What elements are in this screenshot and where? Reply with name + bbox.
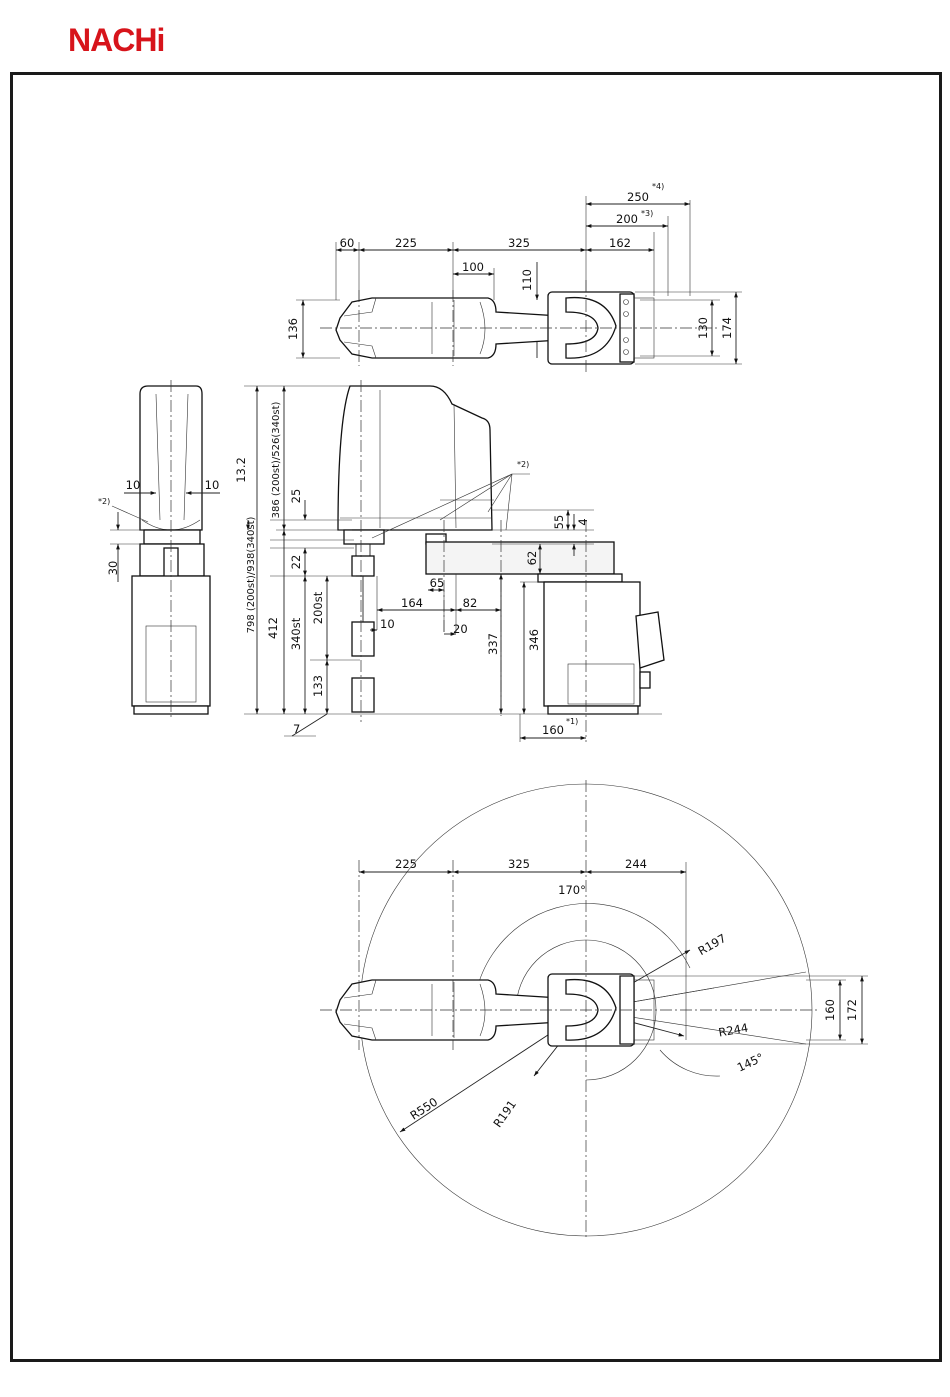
dim-412: 412 bbox=[266, 617, 280, 639]
dim-340st: 340st bbox=[289, 617, 303, 650]
env-dim-172: 172 bbox=[845, 999, 859, 1021]
note-1: *1) bbox=[566, 717, 578, 726]
dim-top-100: 100 bbox=[462, 260, 484, 274]
dim-55: 55 bbox=[552, 515, 566, 530]
env-r197: R197 bbox=[696, 931, 729, 958]
dim-798-938: 798 (200st)/938(340st) bbox=[246, 517, 257, 634]
dim-20: 20 bbox=[453, 622, 468, 636]
dim-386-526: 386 (200st)/526(340st) bbox=[271, 402, 282, 519]
dim-160: 160 bbox=[542, 723, 564, 737]
work-envelope-view: 225 325 244 170° R197 R244 145° R191 R55… bbox=[320, 780, 868, 1240]
dim-7: 7 bbox=[293, 722, 300, 736]
env-dim-244: 244 bbox=[625, 857, 647, 871]
dim-10: 10 bbox=[380, 617, 395, 631]
env-r550: R550 bbox=[407, 1095, 440, 1123]
env-r191: R191 bbox=[490, 1097, 519, 1130]
dim-top-130: 130 bbox=[696, 317, 710, 339]
top-view: 60 225 325 162 250 *4) 200 *3) 100 110 1… bbox=[286, 182, 742, 372]
dim-top-250: 250 bbox=[627, 190, 649, 204]
dim-top-110: 110 bbox=[520, 269, 534, 291]
dim-4: 4 bbox=[576, 518, 590, 525]
env-r244: R244 bbox=[717, 1021, 749, 1040]
dim-65: 65 bbox=[430, 576, 445, 590]
front-view: 10 10 30 *2) bbox=[98, 380, 220, 718]
dim-front-10b: 10 bbox=[205, 478, 220, 492]
env-dim-225: 225 bbox=[395, 857, 417, 871]
dim-62: 62 bbox=[525, 551, 539, 566]
dim-front-30: 30 bbox=[106, 561, 120, 576]
dim-front-10a: 10 bbox=[126, 478, 141, 492]
dim-13-2: 13.2 bbox=[234, 457, 248, 483]
dim-top-162: 162 bbox=[609, 236, 631, 250]
env-dim-160: 160 bbox=[823, 999, 837, 1021]
dim-337: 337 bbox=[486, 633, 500, 655]
dim-82: 82 bbox=[463, 596, 478, 610]
dim-top-174: 174 bbox=[720, 317, 734, 339]
dim-164: 164 bbox=[401, 596, 423, 610]
dim-top-225: 225 bbox=[395, 236, 417, 250]
env-angle-170: 170° bbox=[558, 883, 586, 897]
env-angle-145: 145° bbox=[735, 1050, 766, 1074]
dim-133: 133 bbox=[311, 675, 325, 697]
note-2-left: *2) bbox=[98, 497, 110, 506]
dim-200st: 200st bbox=[311, 591, 325, 624]
dim-top-325: 325 bbox=[508, 236, 530, 250]
dim-top-60: 60 bbox=[340, 236, 355, 250]
note-3: *3) bbox=[641, 209, 653, 218]
dim-22: 22 bbox=[289, 555, 303, 570]
dim-346: 346 bbox=[527, 629, 541, 651]
dim-top-136: 136 bbox=[286, 318, 300, 340]
dim-25: 25 bbox=[289, 489, 303, 504]
side-view: 13.2 386 (200st)/526(340st) 798 (200st)/… bbox=[234, 380, 664, 742]
dim-top-200: 200 bbox=[616, 212, 638, 226]
note-2-right: *2) bbox=[517, 460, 529, 469]
note-4: *4) bbox=[652, 182, 664, 191]
env-dim-325: 325 bbox=[508, 857, 530, 871]
